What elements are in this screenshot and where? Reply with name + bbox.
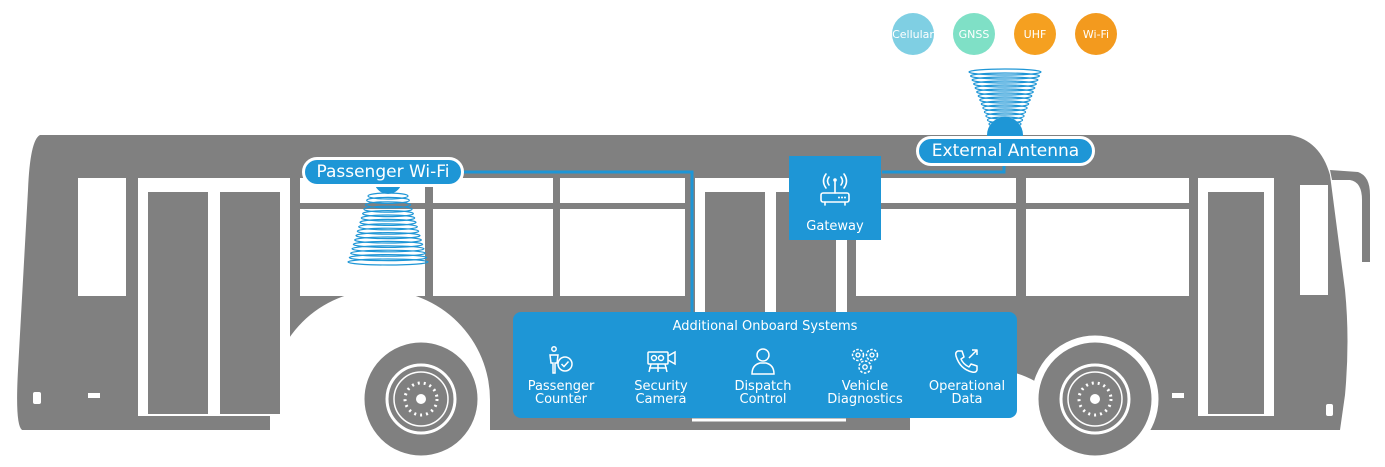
band-wifi: Wi-Fi — [1075, 13, 1117, 55]
gateway-label: Gateway — [806, 219, 864, 234]
signal-wave — [974, 84, 1036, 92]
passenger-wifi-signal — [347, 192, 429, 266]
onboard-systems-title: Additional Onboard Systems — [672, 319, 858, 334]
signal-wave — [971, 76, 1039, 84]
signal-wave — [347, 258, 429, 266]
camera-icon — [647, 350, 676, 373]
router-icon — [820, 173, 850, 206]
signal-wave — [979, 96, 1031, 104]
signal-wave — [351, 245, 425, 253]
signal-wave — [362, 210, 414, 218]
signal-wave — [982, 104, 1028, 112]
signal-wave — [973, 80, 1037, 88]
signal-wave — [968, 68, 1042, 76]
signal-wave — [352, 240, 424, 248]
signal-wave — [358, 223, 418, 231]
gateway-box: Gateway — [789, 156, 881, 240]
band-cellular: Cellular — [892, 13, 934, 55]
signal-wave — [980, 100, 1030, 108]
rear-wheel — [357, 335, 485, 463]
signal-wave — [360, 214, 416, 222]
band-uhf: UHF — [1014, 13, 1056, 55]
signal-wave — [355, 232, 421, 240]
signal-wave — [364, 201, 412, 209]
band-gnss: GNSS — [953, 13, 995, 55]
signal-wave — [983, 108, 1027, 116]
external-antenna-label: External Antenna — [916, 136, 1095, 166]
signal-wave — [354, 236, 422, 244]
signal-wave — [350, 249, 426, 257]
signal-wave — [976, 88, 1034, 96]
doors — [138, 178, 1274, 416]
signal-wave — [356, 227, 420, 235]
gears-icon — [851, 348, 879, 374]
front-wheel — [1031, 335, 1159, 463]
signal-wave — [359, 218, 417, 226]
windows — [78, 178, 1328, 296]
passenger-counter-icon — [549, 346, 573, 374]
signal-wave — [348, 254, 428, 262]
person-icon — [751, 348, 775, 375]
signal-wave — [969, 72, 1041, 80]
signal-wave — [977, 92, 1033, 100]
front-mirror — [1330, 170, 1370, 262]
phone-icon — [955, 349, 978, 373]
signal-wave — [366, 196, 410, 204]
signal-wave — [363, 205, 413, 213]
passenger-wifi-label: Passenger Wi-Fi — [302, 157, 464, 187]
